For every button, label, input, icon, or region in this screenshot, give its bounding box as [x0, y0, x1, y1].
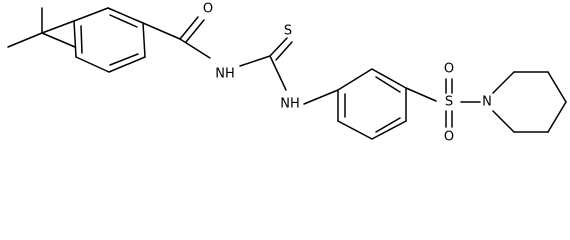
- thiourea-core: [239, 37, 293, 91]
- thiourea-nh-label: NH: [280, 97, 300, 112]
- amide-nh-label: NH: [215, 67, 235, 82]
- tert-butyl-group: [7, 7, 76, 48]
- carbonyl-oxygen-label: O: [203, 2, 213, 17]
- molecule-canvas: O NH S NH S O O N: [7, 2, 567, 145]
- sulfonyl-oxygen-bottom-label: O: [444, 130, 454, 145]
- carbonyl-group: [142, 16, 211, 59]
- thiocarbonyl-sulfur-label: S: [284, 24, 292, 39]
- benzoyl-ring: [73, 7, 146, 73]
- sulfonyl-group: [405, 78, 481, 128]
- molecule-structure: O NH S NH S O O N: [7, 2, 567, 145]
- aryl-amine-bond: [303, 89, 339, 105]
- piperidine-nitrogen-label: N: [482, 95, 492, 110]
- phenyl-ring: [337, 68, 407, 140]
- sulfonyl-oxygen-top-label: O: [444, 62, 454, 77]
- sulfonyl-sulfur-label: S: [445, 95, 453, 110]
- piperidine-ring: [492, 71, 567, 133]
